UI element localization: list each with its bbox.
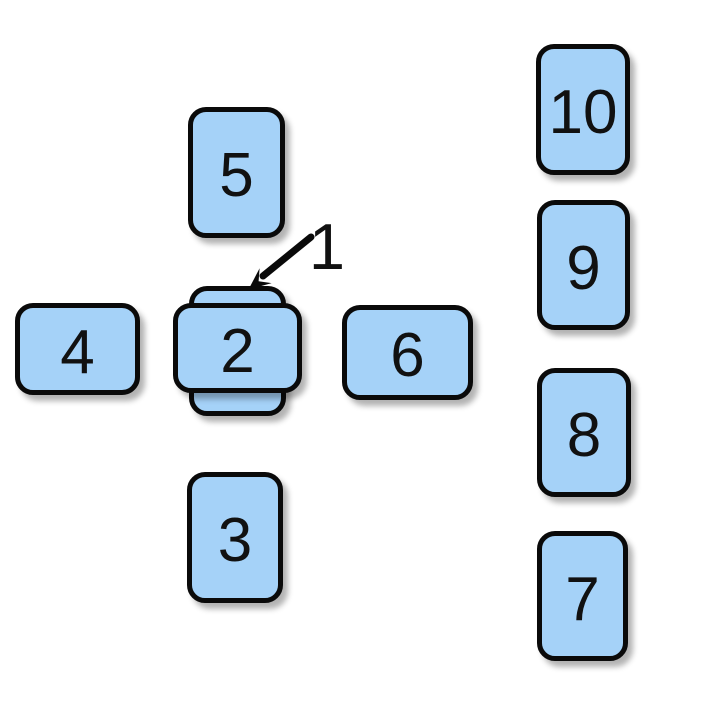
card-5-label: 5	[219, 141, 254, 210]
card-2: 2	[173, 303, 302, 393]
card-3-label: 3	[217, 506, 253, 575]
card-6-label: 6	[390, 321, 425, 390]
card-4: 4	[15, 303, 140, 395]
card-4-label: 4	[60, 317, 95, 387]
card-5: 5	[188, 107, 285, 238]
card-6: 6	[342, 305, 473, 400]
card-2-label: 2	[220, 316, 255, 386]
card-8: 8	[537, 368, 631, 497]
card-8-label: 8	[566, 401, 602, 470]
card-10: 10	[536, 44, 630, 175]
card-9-label: 9	[566, 233, 601, 303]
card-10-label: 10	[548, 78, 618, 147]
card-3: 3	[187, 472, 283, 603]
card-9: 9	[537, 200, 630, 330]
card-7-label: 7	[565, 564, 600, 634]
card-7: 7	[537, 531, 628, 661]
card-1-annotation-label: 1	[308, 210, 346, 283]
